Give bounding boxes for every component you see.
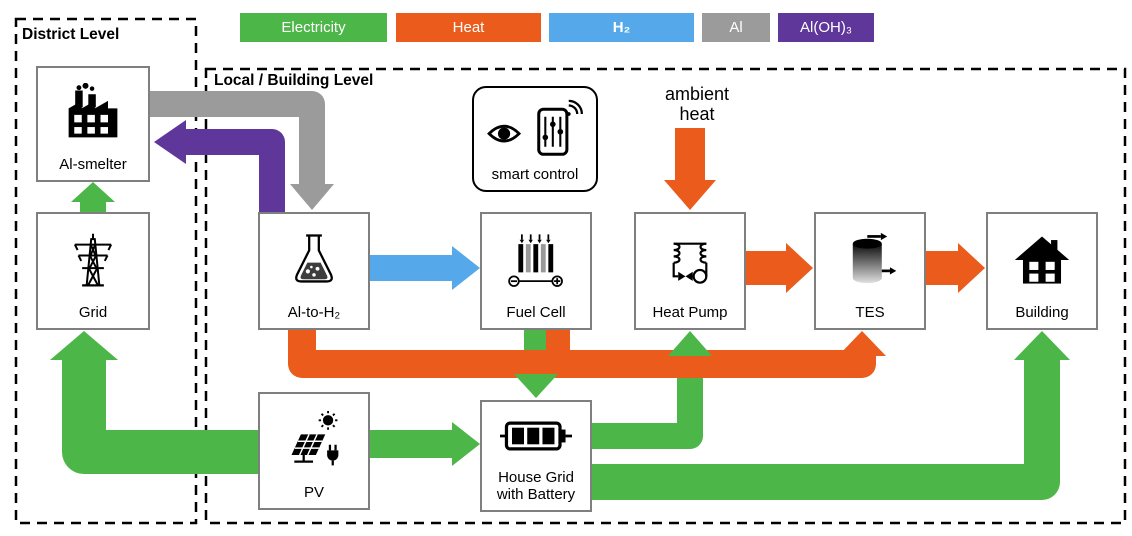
smart-control-node: smart control [472,86,598,192]
fuel-cell-icon [482,214,590,305]
legend-h2: H₂ [549,13,694,42]
district-level-label: District Level [20,26,122,44]
legend-aloh3-label: Al(OH)₃ [800,19,852,36]
heat-pump-circuit-icon [636,214,744,305]
grid-label: Grid [78,304,108,322]
house-grid-label: House Grid with Battery [496,469,576,504]
arrowhead-housegrid-building [1014,331,1070,360]
district-level-border [14,17,198,525]
tes-node: TES [814,212,926,330]
legend-heat-label: Heat [452,19,485,36]
arrowhead-heatpump-tes [786,243,813,293]
arrow-housegrid-to-heatpump [592,358,703,449]
legend-heat: Heat [396,13,541,42]
arrowhead-pv-housegrid [452,422,480,466]
ambient-heat-label: ambient heat [664,84,730,125]
al-to-h2-label: Al-to-H₂ [287,304,341,322]
pv-label: PV [303,484,324,502]
arrowhead-wasteheat-tes [838,331,886,356]
battery-icon [482,402,590,470]
legend-al: Al [702,13,770,42]
legend-aloh3: Al(OH)₃ [778,13,874,42]
arrowhead-al [290,184,334,210]
local-building-level-border [204,67,1127,525]
legend-h2-label: H₂ [612,19,631,36]
arrowhead-tes-building [958,243,985,293]
house-icon [988,214,1096,305]
heat-pump-label: Heat Pump [652,304,728,322]
fuel-cell-label: Fuel Cell [506,304,566,322]
heat-pump-node: Heat Pump [634,212,746,330]
pv-node: PV [258,392,370,510]
building-node: Building [986,212,1098,330]
arrow-altoh2-to-smelter-aloh3 [186,129,285,212]
arrowhead-fuelcell-housegrid [514,374,558,398]
flask-icon [260,214,368,305]
arrowhead-ambient [664,180,716,210]
arrowhead-h2 [452,246,480,290]
arrow-wasteheat-to-tes [288,330,876,378]
legend-electricity: Electricity [240,13,387,42]
house-grid-node: House Grid with Battery [480,400,592,512]
eye-phone-icon [474,88,596,167]
tes-label: TES [855,304,885,322]
building-label: Building [1015,304,1069,322]
al-smelter-label: Al-smelter [59,156,127,174]
legend-electricity-label: Electricity [281,19,346,36]
local-building-level-label: Local / Building Level [212,72,376,90]
arrow-smelter-to-altoh2-al [150,91,325,184]
arrowhead-grid-smelter [71,182,115,202]
factory-icon [38,68,148,157]
arrow-pv-to-grid [62,360,258,474]
legend-al-label: Al [729,19,743,36]
solar-panel-icon [260,394,368,485]
storage-tank-icon [816,214,924,305]
fuel-cell-node: Fuel Cell [480,212,592,330]
arrow-housegrid-to-building [592,358,1060,500]
arrowhead-pv-grid [50,331,118,360]
grid-node: Grid [36,212,150,330]
smart-control-label: smart control [491,166,579,184]
transmission-tower-icon [38,214,148,305]
al-smelter-node: Al-smelter [36,66,150,182]
arrowhead-aloh3 [154,120,186,164]
arrowhead-housegrid-heatpump [668,331,712,356]
al-to-h2-node: Al-to-H₂ [258,212,370,330]
